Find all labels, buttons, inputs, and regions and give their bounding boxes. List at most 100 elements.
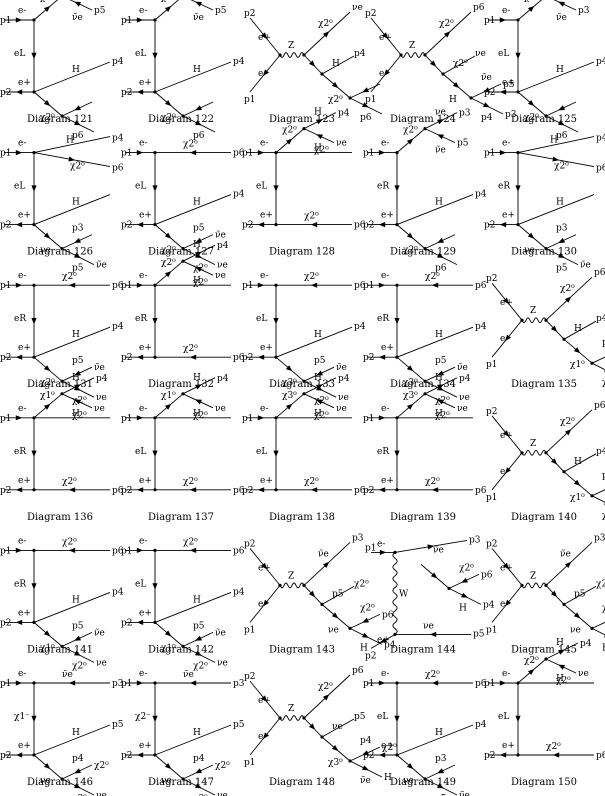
outgoing-label: χ2⁰ xyxy=(183,477,198,487)
higgs-label: H xyxy=(314,144,322,154)
momentum-label: νe xyxy=(215,271,226,281)
diagram-caption: Diagram 123 xyxy=(269,114,335,125)
neutrino-label: p5 xyxy=(435,794,447,796)
neutrino-label: H xyxy=(314,373,322,383)
arrow-icon xyxy=(136,619,144,625)
propagator-line xyxy=(154,194,232,226)
momentum-label: p3 xyxy=(459,109,471,119)
boson-wave xyxy=(521,449,547,456)
arrow-icon xyxy=(15,89,23,95)
arrow-icon xyxy=(74,783,81,789)
arrow-icon xyxy=(503,430,509,437)
neutrino-label: p5 xyxy=(72,264,84,274)
diagram-caption: Diagram 138 xyxy=(269,512,335,523)
momentum-label: νe xyxy=(336,404,347,414)
incoming-momentum-label: p1 xyxy=(121,16,133,26)
momentum-label: νe xyxy=(457,404,468,414)
arrow-icon xyxy=(379,549,387,555)
neutralino-label: χ2⁰ xyxy=(554,162,569,172)
incoming-momentum-label: p2 xyxy=(242,221,254,231)
arrow-icon xyxy=(74,1,81,7)
arrow-icon xyxy=(362,102,369,108)
propagator-label: W xyxy=(399,589,409,599)
neutrino-label: p5 xyxy=(556,264,568,274)
momentum-label: p4 xyxy=(596,57,605,67)
propagator-line xyxy=(517,194,595,226)
neutralino-label: χ1⁰ xyxy=(40,391,55,401)
momentum-label: p3 xyxy=(594,533,605,543)
momentum-label: p6 xyxy=(352,666,364,676)
neutralino-label: χ1⁰ xyxy=(40,643,55,653)
momentum-label: p4 xyxy=(354,49,366,59)
arrow-icon xyxy=(406,138,414,145)
incoming-momentum-label: p1 xyxy=(486,360,498,370)
higgs-label: H xyxy=(193,595,201,605)
arrow-icon xyxy=(437,134,444,140)
propagator-line xyxy=(321,55,355,75)
arrow-icon xyxy=(285,138,293,145)
arrow-icon xyxy=(136,354,144,360)
arrow-icon xyxy=(273,450,279,457)
lepton-label: e- xyxy=(18,271,26,281)
momentum-label: χ2⁰ xyxy=(382,743,397,753)
sneutrino-label: χ2⁰ xyxy=(459,563,474,573)
higgs-label: H xyxy=(574,324,582,334)
arrow-icon xyxy=(429,631,437,637)
neutralino-label: χ3⁰ xyxy=(282,391,297,401)
arrow-icon xyxy=(195,768,202,774)
neutrino-label: χ2⁰ xyxy=(72,661,87,671)
propagator-label: eL xyxy=(14,49,25,59)
momentum-label: ν̃e xyxy=(336,362,347,373)
arrow-icon xyxy=(189,150,197,156)
higgs-label: H xyxy=(193,409,201,419)
lepton-label: e- xyxy=(502,139,510,149)
momentum-label: p6 xyxy=(473,3,485,13)
incoming-momentum-label: p2 xyxy=(244,672,256,682)
arrow-icon xyxy=(515,715,521,723)
arrow-icon xyxy=(136,415,144,421)
sneutrino-label: χ2⁰ xyxy=(314,146,329,156)
arrow-icon xyxy=(43,763,51,770)
arrow-icon xyxy=(558,649,565,655)
lepton-label: e+ xyxy=(381,211,394,221)
boson-wave xyxy=(279,582,305,589)
arrow-icon xyxy=(437,370,444,376)
sneutrino-label: p3 xyxy=(556,224,568,234)
arrow-icon xyxy=(195,237,202,243)
lepton-label: e- xyxy=(18,669,26,679)
incoming-momentum-label: p1 xyxy=(121,679,133,689)
momentum-label: p4 xyxy=(217,374,229,384)
arrow-icon xyxy=(483,102,490,108)
momentum-label: p6 xyxy=(233,353,245,363)
sneutrino-label: p4 xyxy=(72,754,84,764)
diagram-caption: Diagram 145 xyxy=(511,644,577,655)
arrow-icon xyxy=(308,723,316,730)
arrow-icon xyxy=(31,52,37,60)
lepton-label: e- xyxy=(379,69,387,79)
momentum-label: νe xyxy=(96,393,107,403)
momentum-label: ν̃e xyxy=(580,260,591,271)
arrow-icon xyxy=(437,252,444,258)
sneutrino-label: χ2⁰ xyxy=(193,411,208,421)
neutrino-label: p4 xyxy=(481,113,493,123)
lepton-label: e- xyxy=(381,669,389,679)
arrow-icon xyxy=(164,100,172,107)
lepton-label: e- xyxy=(18,6,26,16)
arrow-icon xyxy=(564,296,572,303)
higgs-label: H xyxy=(72,595,80,605)
incoming-momentum-label: p2 xyxy=(121,751,133,761)
diagram-caption: Diagram 130 xyxy=(511,247,577,258)
propagator-line xyxy=(563,453,597,473)
lepton-label: e+ xyxy=(500,431,513,441)
neutralino-label: χ1⁰ xyxy=(570,493,585,503)
propagator-label: eL xyxy=(135,579,146,589)
arrow-icon xyxy=(43,630,51,637)
arrow-icon xyxy=(362,617,369,623)
outgoing-label: χ2⁰ xyxy=(425,477,440,487)
propagator-line xyxy=(33,591,111,623)
momentum-label: p4 xyxy=(112,57,124,67)
